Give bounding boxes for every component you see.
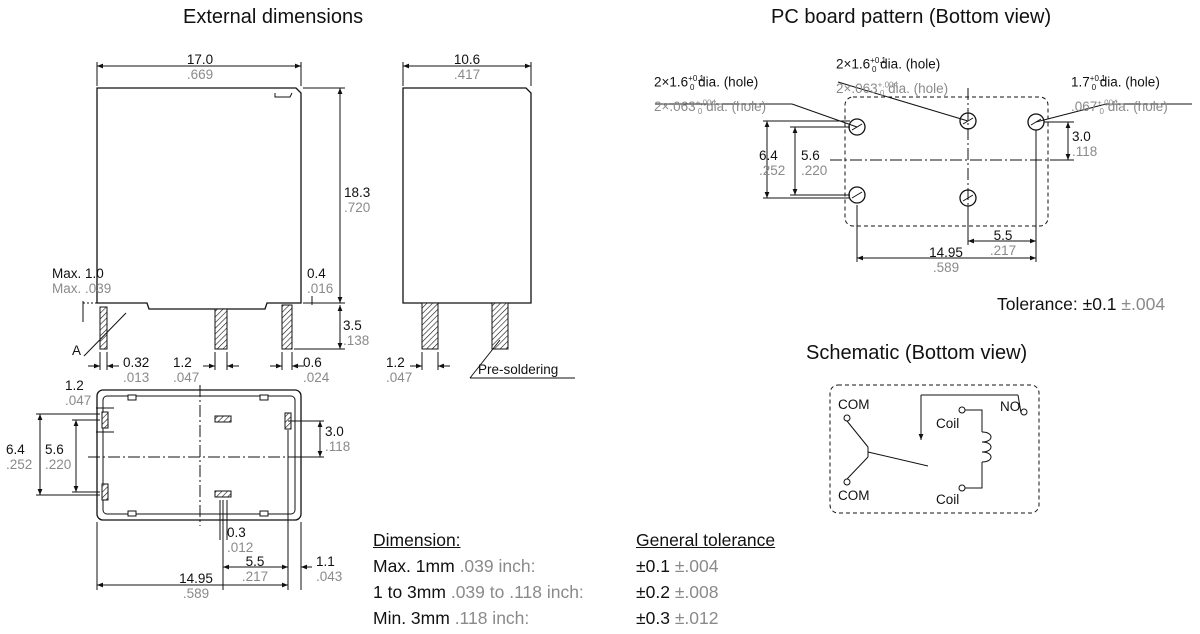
schematic-com-bottom: COM bbox=[838, 488, 870, 503]
pin-thickness-label: 0.4.016 bbox=[307, 266, 334, 296]
pcb-pattern-title: PC board pattern (Bottom view) bbox=[771, 6, 1052, 28]
tolerance-row-1-tol: ±0.1 ±.004 bbox=[636, 556, 719, 576]
pcb-h-outer-label: 6.4.252 bbox=[759, 148, 786, 178]
dimension-header: Dimension: bbox=[373, 530, 461, 550]
pcb-tolerance: Tolerance: ±0.1 ±.004 bbox=[997, 294, 1166, 314]
tolerance-row-1-dim: Max. 1mm .039 inch: bbox=[373, 556, 536, 576]
pcb-span-label: 14.95.589 bbox=[929, 245, 963, 275]
pcb-pattern-view bbox=[655, 81, 1192, 262]
schematic-coil-top: Coil bbox=[936, 416, 960, 431]
side-pin-label: 1.2.047 bbox=[386, 355, 413, 385]
schematic-no: NO bbox=[1000, 399, 1021, 414]
schematic-com-top: COM bbox=[838, 397, 870, 412]
pcb-hole-right-label: 1.7+0.10 dia. (hole) .067+.0040 dia. (ho… bbox=[1071, 74, 1168, 117]
schematic-view bbox=[829, 384, 1040, 514]
bottom-pitch-label: 5.5.217 bbox=[241, 554, 269, 584]
front-view bbox=[82, 62, 345, 370]
external-dimensions-title: External dimensions bbox=[183, 6, 364, 28]
pcb-right-gap-label: 3.0.118 bbox=[1072, 129, 1098, 159]
depth-dim-label: 10.6.417 bbox=[453, 52, 481, 82]
side-view bbox=[402, 62, 575, 379]
pcb-pitch-label: 5.5.217 bbox=[989, 228, 1017, 258]
pin-width-1-label: 0.32.013 bbox=[123, 355, 150, 385]
pcb-hole-left-label: 2×1.6+0.10 dia. (hole) 2×.063+.0040 dia.… bbox=[654, 74, 767, 117]
pcb-h-inner-label: 5.6.220 bbox=[801, 148, 828, 178]
label-a: A bbox=[72, 343, 82, 358]
bottom-right-gap-label: 3.0.118 bbox=[325, 424, 351, 454]
height-dim-label: 18.3.720 bbox=[344, 185, 371, 215]
general-tolerance-header: General tolerance bbox=[636, 530, 776, 550]
bottom-edge-label: 1.1.043 bbox=[316, 554, 343, 584]
bottom-left-pin-label: 1.2.047 bbox=[65, 378, 92, 408]
bottom-pin-small-label: 0.3.012 bbox=[227, 525, 254, 555]
bottom-view bbox=[36, 385, 324, 590]
pcb-hole-mid-label: 2×1.6+0.10 dia. (hole) 2×.063+.0040 dia.… bbox=[836, 56, 949, 99]
pin-length-label: 3.5.138 bbox=[343, 318, 370, 348]
tolerance-row-3-dim: Min. 3mm .118 inch: bbox=[373, 608, 530, 628]
tolerance-row-3-tol: ±0.3 ±.012 bbox=[636, 608, 719, 628]
schematic-title: Schematic (Bottom view) bbox=[806, 342, 1028, 364]
bottom-span-label: 14.95.589 bbox=[179, 571, 213, 601]
bottom-h-inner-label: 5.6.220 bbox=[45, 442, 72, 472]
schematic-coil-bottom: Coil bbox=[936, 492, 960, 507]
width-dim-label: 17.0.669 bbox=[186, 52, 214, 82]
pin-width-3-label: 0.6.024 bbox=[303, 355, 330, 385]
presoldering-label: Pre-soldering bbox=[478, 362, 559, 377]
bottom-h-outer-label: 6.4.252 bbox=[6, 442, 33, 472]
tolerance-row-2-dim: 1 to 3mm .039 to .118 inch: bbox=[373, 582, 584, 602]
tolerance-row-2-tol: ±0.2 ±.008 bbox=[636, 582, 719, 602]
pin-width-2-label: 1.2.047 bbox=[173, 355, 200, 385]
